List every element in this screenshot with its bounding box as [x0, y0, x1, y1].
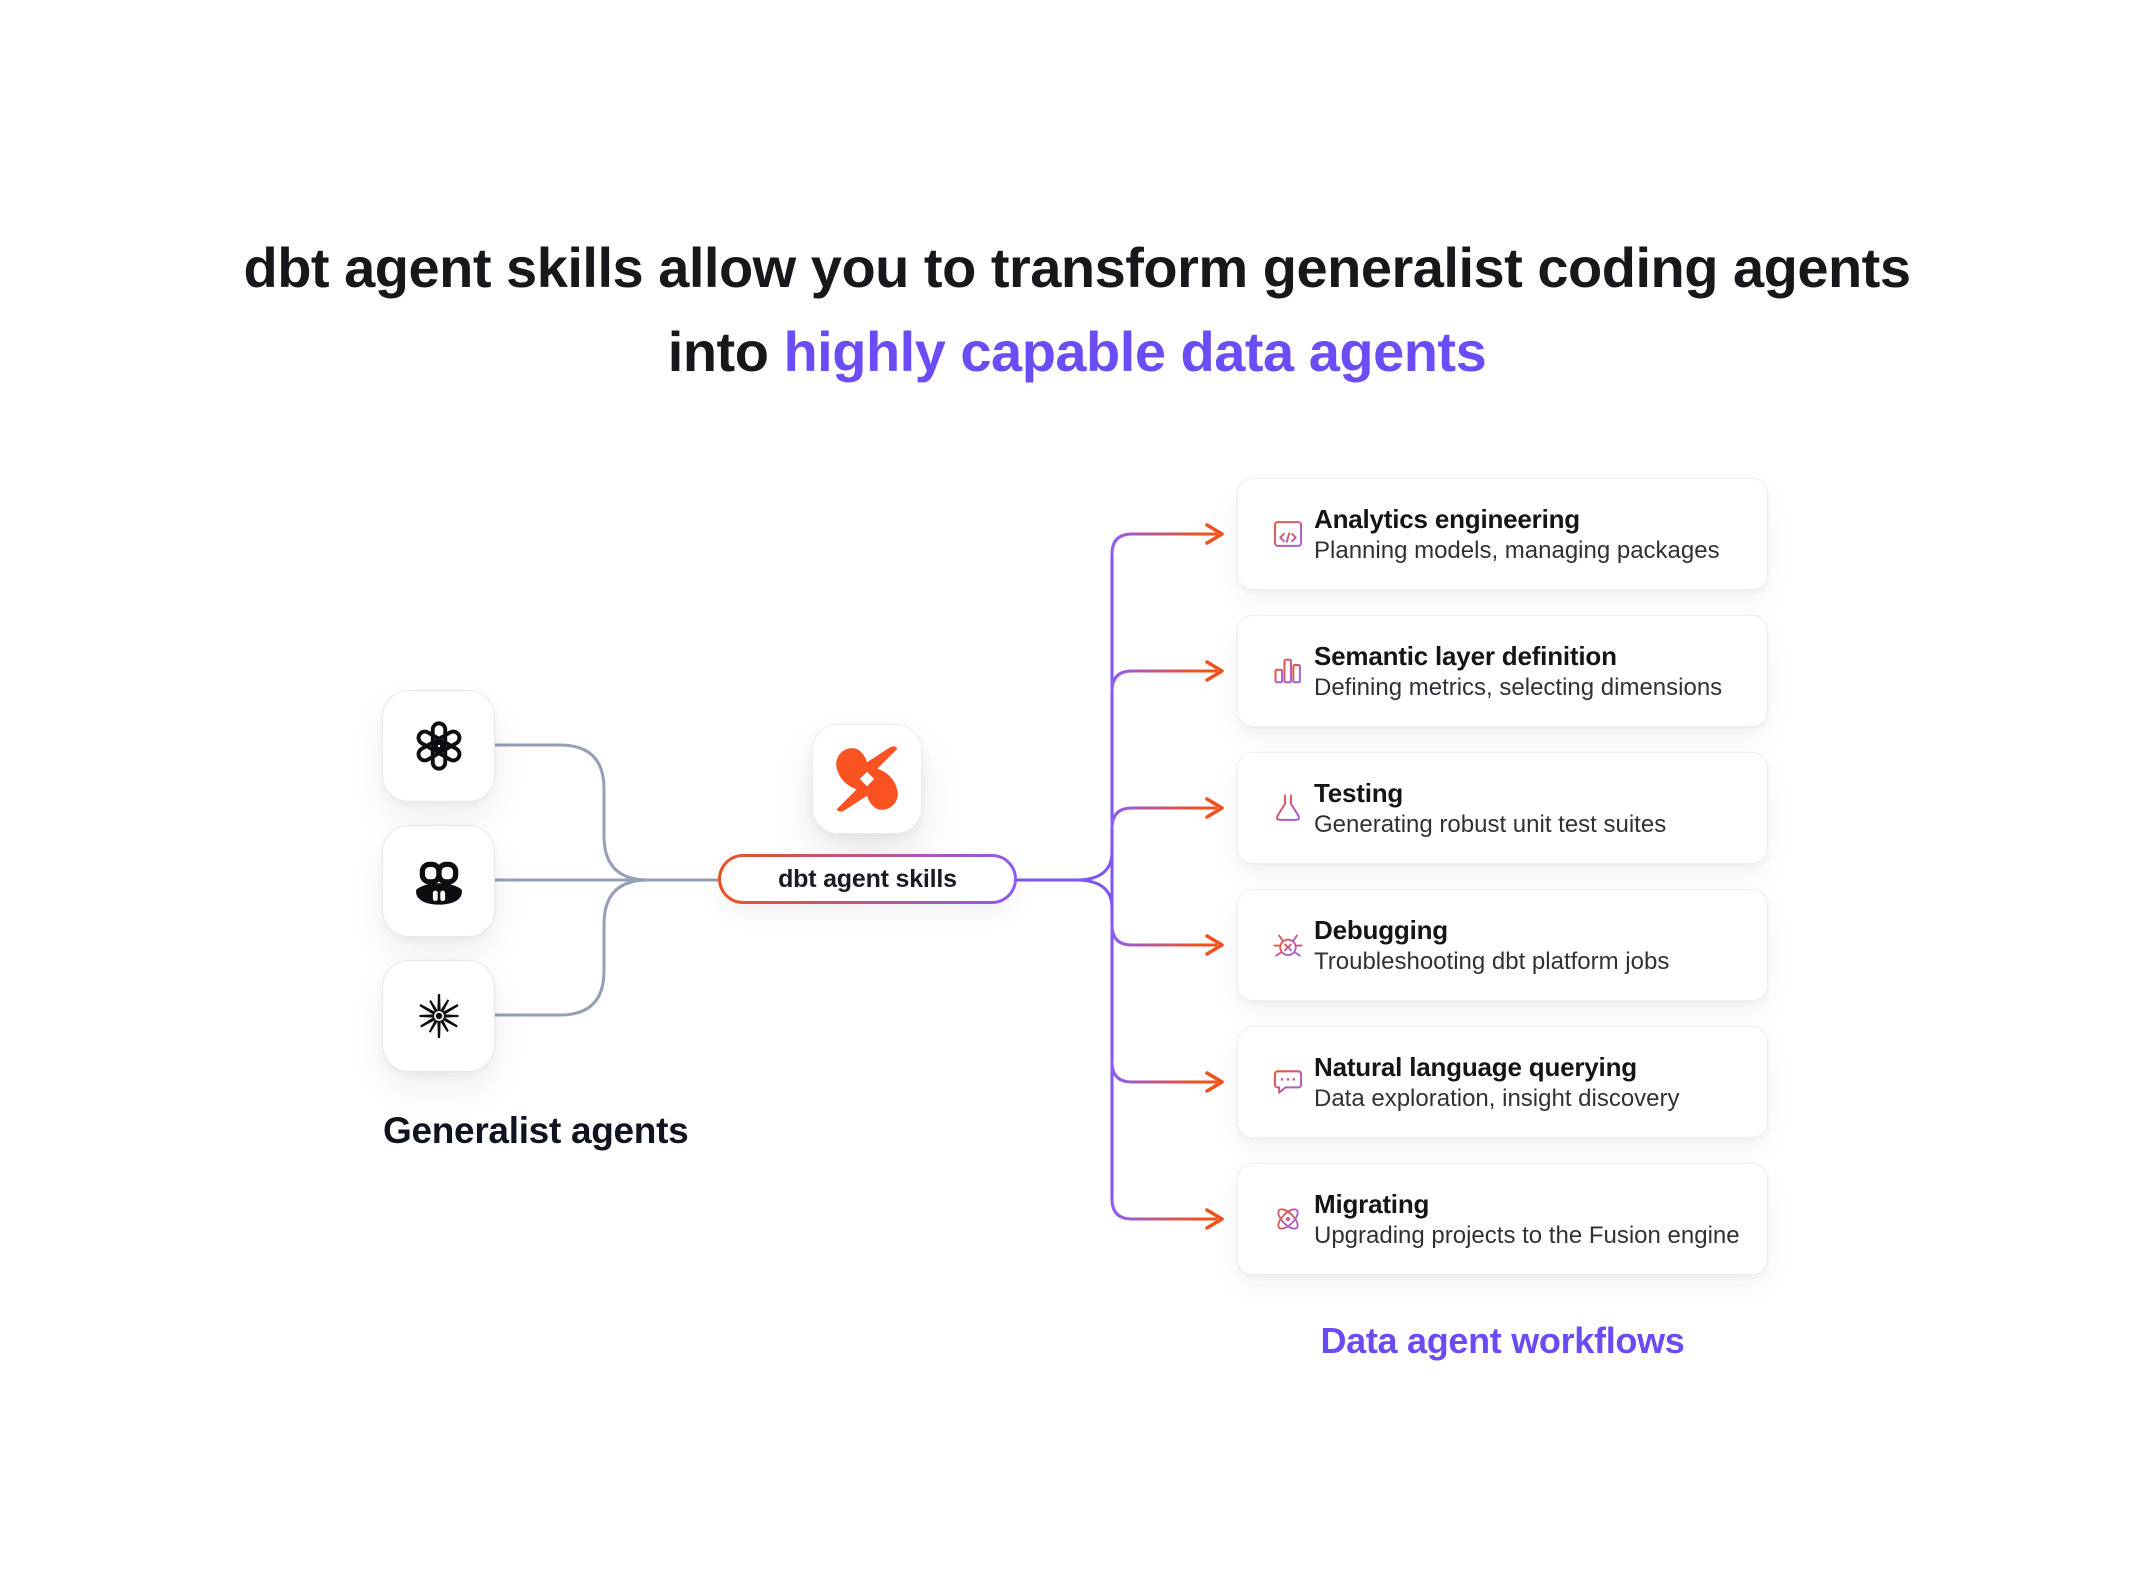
workflow-branch-lines: [1110, 532, 1218, 1221]
generalist-card-claude: [382, 960, 495, 1072]
anthropic-claude-icon: [418, 994, 459, 1038]
generalist-merge-lines: [491, 743, 720, 1017]
atom-icon: [1277, 1208, 1299, 1230]
code-window-icon: [1273, 521, 1303, 547]
dbt-agent-skills-pill: dbt agent skills: [718, 854, 1017, 904]
dbt-logo-card: [812, 724, 922, 834]
workflow-card-debugging: Debugging Troubleshooting dbt platform j…: [1237, 889, 1768, 1001]
hub-fork-lines: [1015, 552, 1114, 1201]
generalist-card-openai: [382, 690, 495, 802]
workflow-title: Testing: [1314, 777, 1404, 808]
workflow-subtitle: Troubleshooting dbt platform jobs: [1314, 947, 1670, 975]
workflow-card-testing: Testing Generating robust unit test suit…: [1237, 752, 1768, 864]
workflow-card-migrating: Migrating Upgrading projects to the Fusi…: [1237, 1163, 1768, 1275]
flask-icon: [1275, 794, 1301, 821]
arrowhead-icons: [1205, 523, 1224, 1230]
data-agent-workflows-label: Data agent workflows: [1320, 1320, 1685, 1361]
title-line1-bold: generalist coding agents: [1262, 236, 1911, 299]
title-line2-accent: highly capable data agents: [783, 320, 1487, 383]
workflow-card-analytics-engineering: Analytics engineering Planning models, m…: [1237, 478, 1768, 590]
title-line2-regular: into: [667, 320, 784, 383]
bug-icon: [1273, 934, 1303, 957]
workflow-title: Migrating: [1314, 1188, 1430, 1219]
openai-logo-icon: [416, 721, 461, 771]
github-copilot-icon: [415, 861, 462, 905]
workflow-card-semantic-layer: Semantic layer definition Defining metri…: [1237, 615, 1768, 727]
page-title: dbt agent skills allow you to transform …: [0, 226, 2154, 394]
title-line-1: dbt agent skills allow you to transform …: [0, 226, 2154, 310]
workflow-subtitle: Planning models, managing packages: [1314, 536, 1720, 564]
workflow-title: Debugging: [1314, 914, 1448, 945]
workflow-subtitle: Generating robust unit test suites: [1314, 810, 1667, 838]
dbt-agent-skills-label: dbt agent skills: [778, 864, 957, 893]
workflow-title: Analytics engineering: [1314, 503, 1580, 534]
generalist-agents-label: Generalist agents: [383, 1110, 689, 1151]
workflow-title: Semantic layer definition: [1314, 640, 1617, 671]
title-line1-regular: dbt agent skills allow you to transform: [243, 236, 1263, 299]
workflow-title: Natural language querying: [1314, 1051, 1637, 1082]
bar-chart-icon: [1274, 658, 1301, 684]
generalist-card-copilot: [382, 825, 495, 937]
dbt-logo-icon: [836, 746, 898, 812]
workflow-subtitle: Defining metrics, selecting dimensions: [1314, 673, 1723, 701]
workflow-subtitle: Data exploration, insight discovery: [1314, 1084, 1680, 1112]
title-line-2: into highly capable data agents: [0, 310, 2154, 394]
workflow-card-natural-language-querying: Natural language querying Data explorati…: [1237, 1026, 1768, 1138]
workflow-subtitle: Upgrading projects to the Fusion engine: [1314, 1221, 1740, 1249]
chat-bubble-icon: [1273, 1070, 1303, 1094]
